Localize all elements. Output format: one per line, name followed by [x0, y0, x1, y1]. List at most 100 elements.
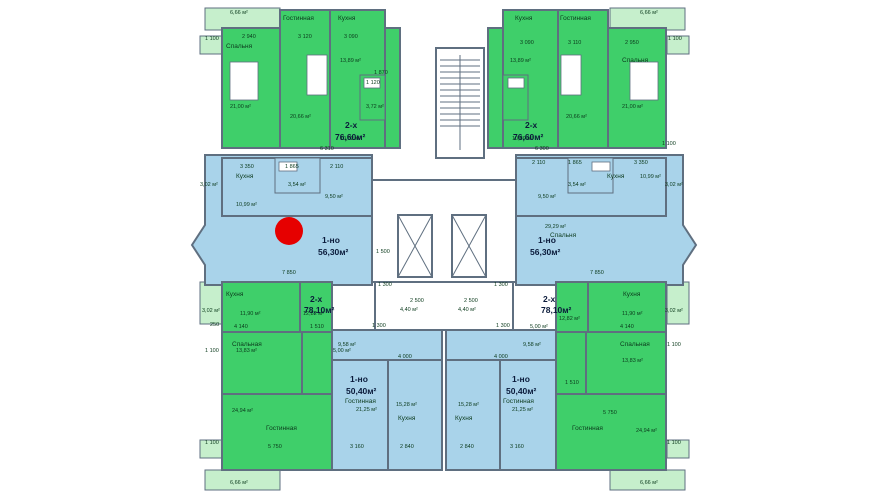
room-label: Гостинная — [345, 398, 376, 405]
room-area: 13,89 м² — [340, 58, 361, 64]
room-area: 3,72 м² — [366, 104, 384, 110]
dimension: 1 100 — [667, 440, 681, 446]
dimension: 3,02 м² — [665, 182, 683, 188]
dimension: 2 840 — [460, 444, 474, 450]
dimension: 1 300 — [378, 282, 392, 288]
dimension: 250 — [210, 322, 219, 328]
dimension: 3 160 — [350, 444, 364, 450]
dimension: 7 850 — [590, 270, 604, 276]
unit-type: 1-но — [538, 235, 556, 245]
dimension: 3 120 — [298, 34, 312, 40]
room-area: 13,89 м² — [510, 58, 531, 64]
unit-br — [555, 281, 667, 471]
room-label: Гостинная — [560, 15, 591, 22]
bed-icon — [229, 61, 259, 101]
room-label: Кухня — [398, 415, 416, 422]
room-area: 15,28 м² — [396, 402, 417, 408]
room-label: Спальня — [226, 43, 253, 50]
bath-icon — [507, 77, 525, 89]
dimension: 1 300 — [494, 282, 508, 288]
dimension: 1 865 — [568, 160, 582, 166]
room-area: 12,82 м² — [303, 311, 324, 317]
room-area: 9,58 м² — [523, 342, 541, 348]
room-label: Гостинная — [572, 425, 603, 432]
unit-type: 1-но — [512, 374, 530, 384]
bath-icon — [278, 161, 298, 172]
room-area: 20,66 м² — [290, 114, 311, 120]
room-area: 3,54 м² — [288, 182, 306, 188]
room-label: Гостинная — [503, 398, 534, 405]
location-marker[interactable] — [275, 217, 303, 245]
room-area: 10,99 м² — [236, 202, 257, 208]
dimension: 6 300 — [535, 146, 549, 152]
dimension: 6 310 — [320, 146, 334, 152]
room-area: 5,00 м² — [333, 348, 351, 354]
dimension: 1 300 — [372, 323, 386, 329]
room-area: 5,00 м² — [530, 324, 548, 330]
room-label: Кухня — [236, 173, 254, 180]
dimension: 1 500 — [376, 249, 390, 255]
unit-type: 1-но — [350, 374, 368, 384]
dimension: 1 100 — [205, 36, 219, 42]
dimension: 3 090 — [344, 34, 358, 40]
unit-bl — [221, 281, 333, 471]
stair — [397, 55, 487, 278]
room-area: 15,28 м² — [458, 402, 479, 408]
room-area: 9,50 м² — [538, 194, 556, 200]
dimension: 3 350 — [240, 164, 254, 170]
unit-area: 56,30м² — [530, 247, 561, 257]
balcony-area: 6,66 м² — [230, 10, 248, 16]
unit-area: 50,40м² — [346, 386, 377, 396]
unit-cr — [445, 329, 557, 471]
dimension: 1 865 — [285, 164, 299, 170]
room-label: Спальня — [622, 57, 649, 64]
unit-type: 2-х — [345, 120, 358, 130]
dimension: 5 750 — [268, 444, 282, 450]
dimension: 1 120 — [366, 80, 380, 86]
dimension: 7 850 — [282, 270, 296, 276]
balcony-l-small — [199, 281, 223, 325]
room-label: Спальная — [620, 341, 650, 348]
dimension: 2 840 — [400, 444, 414, 450]
dimension: 1 510 — [565, 380, 579, 386]
dimension: 2 950 — [625, 40, 639, 46]
room-area: 10,99 м² — [640, 174, 661, 180]
room-area: 24,94 м² — [232, 408, 253, 414]
unit-area: 78,10м² — [541, 305, 572, 315]
room-area: 24,94 м² — [636, 428, 657, 434]
table-icon — [560, 54, 582, 96]
unit-type: 2-х — [543, 294, 556, 304]
dimension: 3 350 — [634, 160, 648, 166]
room-area: 4,40 м² — [458, 307, 476, 313]
balcony-area: 6,66 м² — [230, 480, 248, 486]
room-label: Кухня — [338, 15, 356, 22]
room-label: Кухня — [623, 291, 641, 298]
room-area: 10,89 м² — [512, 136, 533, 142]
dimension: 4 140 — [234, 324, 248, 330]
dimension: 1 100 — [205, 440, 219, 446]
room-area: 4,40 м² — [400, 307, 418, 313]
unit-area: 76,60м² — [335, 132, 366, 142]
table-icon — [306, 54, 328, 96]
unit-area: 50,40м² — [506, 386, 537, 396]
dimension: 3,02 м² — [202, 308, 220, 314]
dimension: 2 110 — [330, 164, 343, 170]
dimension: 4 000 — [398, 354, 412, 360]
dimension: 3 110 — [568, 40, 581, 46]
room-label: Кухня — [607, 173, 625, 180]
dimension: 2 110 — [532, 160, 545, 166]
dimension: 3 090 — [520, 40, 534, 46]
unit-area: 76,60м² — [513, 132, 544, 142]
furniture — [229, 54, 659, 172]
dimension: 1 100 — [668, 36, 682, 42]
room-label: Кухня — [515, 15, 533, 22]
dimension: 1 100 — [205, 348, 219, 354]
room-area: 21,25 м² — [512, 407, 533, 413]
room-area: 12,82 м² — [559, 316, 580, 322]
room-label: Спальная — [232, 341, 262, 348]
room-label: Кухня — [455, 415, 473, 422]
dimension: 1 100 — [667, 342, 681, 348]
unit-area: 78,10м² — [304, 305, 335, 315]
balcony-r-small — [666, 281, 690, 325]
